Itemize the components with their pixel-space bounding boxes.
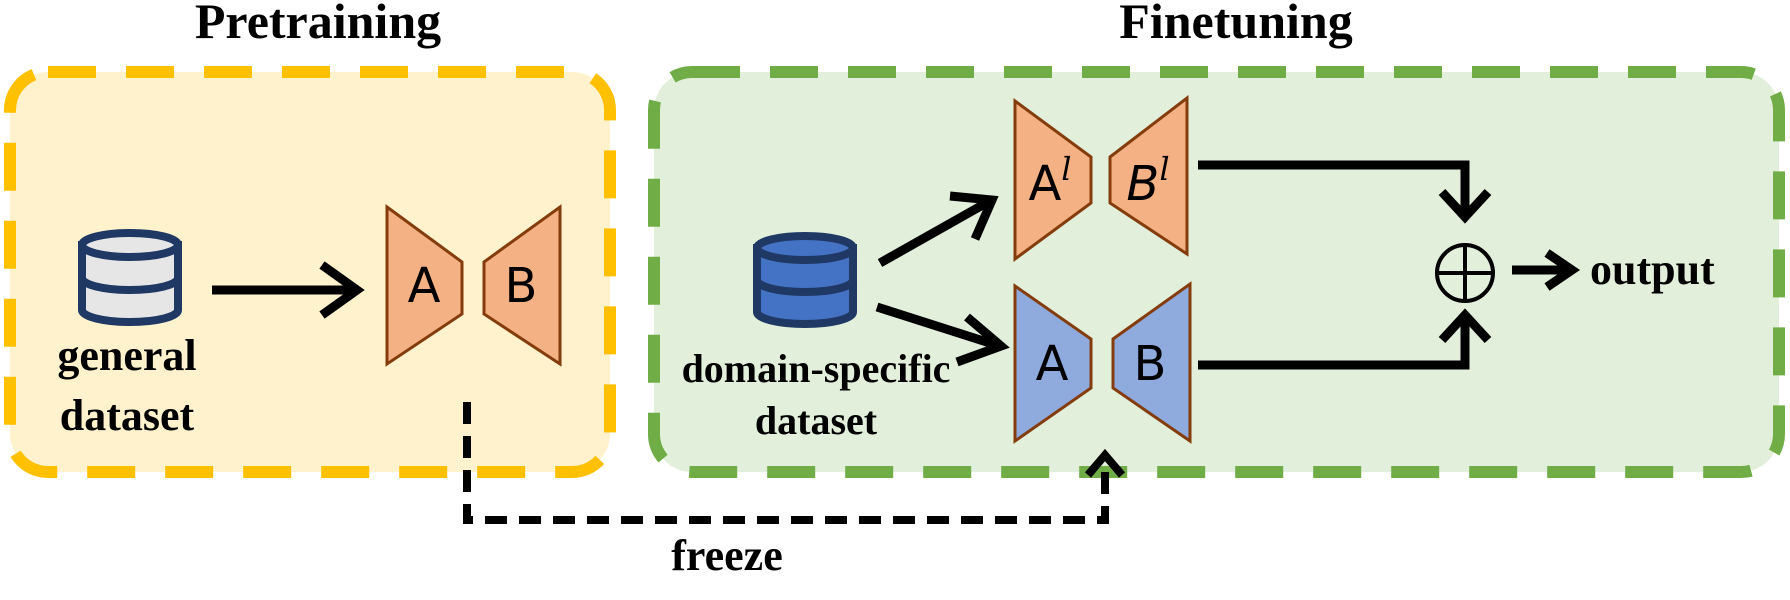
arrow-to-frozen bbox=[875, 302, 1010, 367]
general-dataset-label-line2: dataset bbox=[60, 391, 195, 440]
pretraining-title: Pretraining bbox=[195, 0, 441, 49]
lora-block-b-label: Bl bbox=[1126, 150, 1169, 212]
lora-block-a bbox=[1013, 98, 1093, 262]
arrow-pretrain-input bbox=[212, 261, 365, 319]
arrow-frozen-to-sum bbox=[1198, 308, 1492, 370]
lora-block-b bbox=[1108, 94, 1189, 257]
frozen-block-b-label: B bbox=[1134, 336, 1167, 392]
output-label: output bbox=[1590, 245, 1715, 294]
domain-dataset-label-line1: domain-specific bbox=[682, 346, 951, 391]
domain-dataset-icon bbox=[753, 232, 857, 328]
arrow-to-output bbox=[1512, 249, 1581, 291]
freeze-arrow bbox=[463, 402, 1126, 524]
pretraining-region bbox=[4, 66, 616, 478]
frozen-block-a-label: A bbox=[1036, 336, 1069, 392]
finetuning-region bbox=[648, 66, 1785, 478]
frozen-block-b bbox=[1111, 281, 1192, 444]
pretrain-block-a bbox=[385, 204, 464, 367]
pretrain-block-b bbox=[482, 204, 562, 367]
sum-node bbox=[1435, 243, 1495, 303]
lora-block-a-label: Al bbox=[1028, 150, 1071, 212]
pretrain-block-b-label: B bbox=[505, 258, 538, 314]
finetuning-title: Finetuning bbox=[1119, 0, 1352, 49]
general-dataset-icon bbox=[78, 229, 182, 326]
arrow-to-lora bbox=[877, 191, 999, 267]
frozen-block-a bbox=[1013, 283, 1093, 444]
arrow-lora-to-sum bbox=[1198, 160, 1492, 224]
domain-dataset-label-line2: dataset bbox=[755, 398, 878, 443]
pretrain-block-a-label: A bbox=[408, 258, 441, 314]
freeze-label: freeze bbox=[671, 531, 783, 580]
general-dataset-label-line1: general bbox=[57, 331, 196, 380]
